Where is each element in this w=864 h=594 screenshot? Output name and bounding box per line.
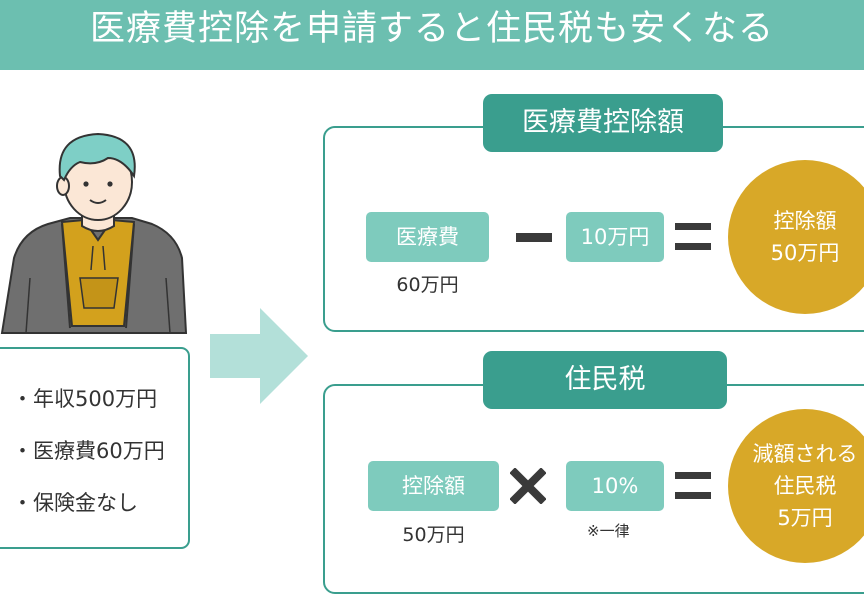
result-value: 5万円 [777,506,833,530]
person-illustration [0,132,188,334]
profile-item-insurance: ・保険金なし [12,491,138,515]
deduction-result-circle: 控除額 50万円 [728,160,864,314]
equals-icon [675,223,711,251]
bullet: ・ [12,387,33,411]
result-value: 50万円 [770,241,840,265]
result-label: 控除額 [773,209,837,233]
flat-rate-note: ※一律 [587,522,630,540]
threshold-box: 10万円 [566,212,664,262]
bullet: ・ [12,491,33,515]
resident-tax-tab: 住民税 [483,351,727,409]
header-bar: 医療費控除を申請すると住民税も安くなる [0,0,864,70]
deduction-panel: 医療費 60万円 10万円 控除額 50万円 [323,126,864,332]
medical-cost-value: 60万円 [396,274,459,296]
profile-item-income: ・年収500万円 [12,387,158,411]
tax-rate-box: 10% [566,461,664,511]
bullet: ・ [12,439,33,463]
equals-icon [675,472,711,500]
deduction-amount-box: 控除額 [368,461,499,511]
profile-box: ・年収500万円 ・医療費60万円 ・保険金なし [0,347,190,549]
deduction-amount-value: 50万円 [402,524,465,546]
tax-result-circle: 減額される 住民税 5万円 [728,409,864,563]
page-title: 医療費控除を申請すると住民税も安くなる [89,9,774,49]
right-arrow-icon [210,308,308,404]
result-label: 住民税 [773,474,837,498]
multiply-icon [510,468,546,504]
result-label: 減額される [752,442,858,466]
medical-cost-box: 医療費 [366,212,489,262]
resident-tax-panel: 控除額 50万円 10% ※一律 減額される 住民税 5万円 [323,384,864,594]
minus-icon [516,233,552,242]
profile-item-medical-cost: ・医療費60万円 [12,439,165,463]
deduction-tab: 医療費控除額 [483,94,723,152]
